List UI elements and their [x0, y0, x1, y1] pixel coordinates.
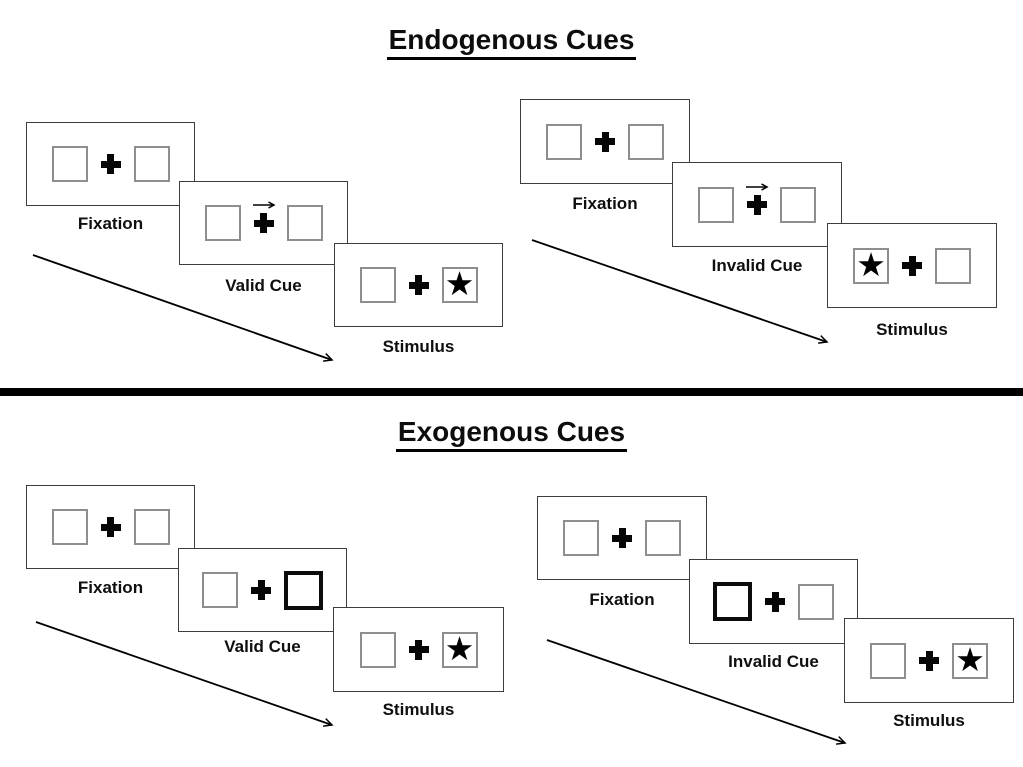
placeholder-box-left — [51, 509, 88, 545]
timeline-arrow-icon — [32, 254, 334, 362]
exogenous-valid-cue-panel — [178, 548, 347, 632]
star-stimulus-box: ★ — [952, 640, 988, 679]
timeline-arrow-icon — [35, 621, 334, 727]
panel-label: Stimulus — [382, 337, 455, 356]
panel-label: Fixation — [589, 590, 655, 609]
fixation-cross — [100, 154, 121, 174]
fixation-cross — [251, 580, 271, 600]
placeholder-box-left — [698, 186, 734, 223]
exogenous-valid-fixation-panel — [26, 485, 195, 569]
cue-highlight-box — [284, 570, 323, 610]
placeholder-box-right — [133, 146, 170, 182]
placeholder-box-right — [780, 186, 816, 223]
fixation-cross — [408, 639, 429, 660]
star-icon: ★ — [955, 640, 985, 678]
star-stimulus-box: ★ — [441, 629, 478, 668]
panel-label: Fixation — [77, 578, 144, 597]
placeholder-box-left — [359, 631, 396, 668]
fixation-cross — [612, 528, 632, 548]
exogenous-invalid-cue-panel — [689, 559, 858, 644]
fixation-cross-icon — [251, 580, 271, 600]
endogenous-valid-stimulus-panel: ★ — [334, 243, 503, 327]
fixation-cross — [919, 650, 939, 671]
fixation-cross-icon — [408, 639, 429, 660]
fixation-cross-icon — [902, 255, 922, 276]
exogenous-title: Exogenous Cues — [0, 416, 1023, 452]
timeline-arrow-icon — [546, 639, 847, 745]
placeholder-box-left — [546, 123, 582, 160]
placeholder-box-left — [870, 642, 906, 679]
fixation-cross — [100, 517, 121, 537]
placeholder-box-right — [133, 509, 170, 545]
star-icon: ★ — [856, 245, 886, 283]
fixation-cross — [765, 591, 785, 612]
placeholder-box-right — [628, 123, 664, 160]
panel-label: Stimulus — [893, 711, 965, 730]
endogenous-invalid-fixation-panel — [520, 99, 690, 184]
fixation-cross-icon — [408, 275, 429, 295]
placeholder-box-left — [563, 520, 599, 556]
star-icon: ★ — [444, 629, 475, 667]
timeline-arrow-icon — [531, 239, 829, 344]
section-divider — [0, 388, 1023, 396]
panel-label: Stimulus — [876, 320, 948, 339]
endogenous-valid-fixation-panel — [26, 122, 195, 206]
fixation-cross-icon — [100, 154, 121, 174]
fixation-cross — [595, 131, 615, 152]
cue-highlight-box — [713, 582, 752, 621]
fixation-cross-icon — [100, 517, 121, 537]
placeholder-box-left — [51, 146, 88, 182]
fixation-cross-icon — [747, 194, 767, 215]
star-stimulus-box: ★ — [441, 265, 478, 303]
placeholder-box-right — [645, 520, 681, 556]
fixation-cross — [252, 201, 276, 233]
panel-label: Fixation — [572, 194, 638, 213]
exogenous-valid-stimulus-panel: ★ — [333, 607, 504, 692]
fixation-cross — [902, 255, 922, 276]
fixation-cross-icon — [919, 650, 939, 671]
panel-label: Invalid Cue — [728, 652, 819, 671]
fixation-cross-icon — [595, 131, 615, 152]
panel-label: Valid Cue — [225, 276, 302, 295]
exogenous-invalid-fixation-panel — [537, 496, 707, 580]
fixation-cross-icon — [612, 528, 632, 548]
panel-label: Invalid Cue — [711, 256, 803, 275]
endogenous-title: Endogenous Cues — [0, 24, 1023, 60]
placeholder-box-left — [204, 205, 241, 241]
placeholder-box-left — [202, 572, 238, 608]
placeholder-box-right — [798, 583, 834, 620]
star-stimulus-box: ★ — [853, 245, 889, 284]
placeholder-box-left — [359, 267, 396, 303]
star-icon: ★ — [444, 265, 475, 302]
panel-label: Valid Cue — [224, 637, 301, 656]
endogenous-invalid-stimulus-panel: ★ — [827, 223, 997, 308]
exogenous-invalid-stimulus-panel: ★ — [844, 618, 1014, 703]
placeholder-box-right — [286, 205, 323, 241]
cue-arrow-icon — [252, 201, 276, 209]
fixation-cross-icon — [765, 591, 785, 612]
fixation-cross — [746, 182, 769, 215]
cue-arrow-icon — [746, 182, 769, 191]
endogenous-invalid-cue-panel — [672, 162, 842, 247]
panel-label: Stimulus — [382, 700, 455, 719]
fixation-cross — [408, 275, 429, 295]
endogenous-valid-cue-panel — [179, 181, 348, 265]
fixation-cross-icon — [253, 213, 274, 233]
placeholder-box-right — [935, 247, 971, 284]
panel-label: Fixation — [77, 214, 144, 233]
